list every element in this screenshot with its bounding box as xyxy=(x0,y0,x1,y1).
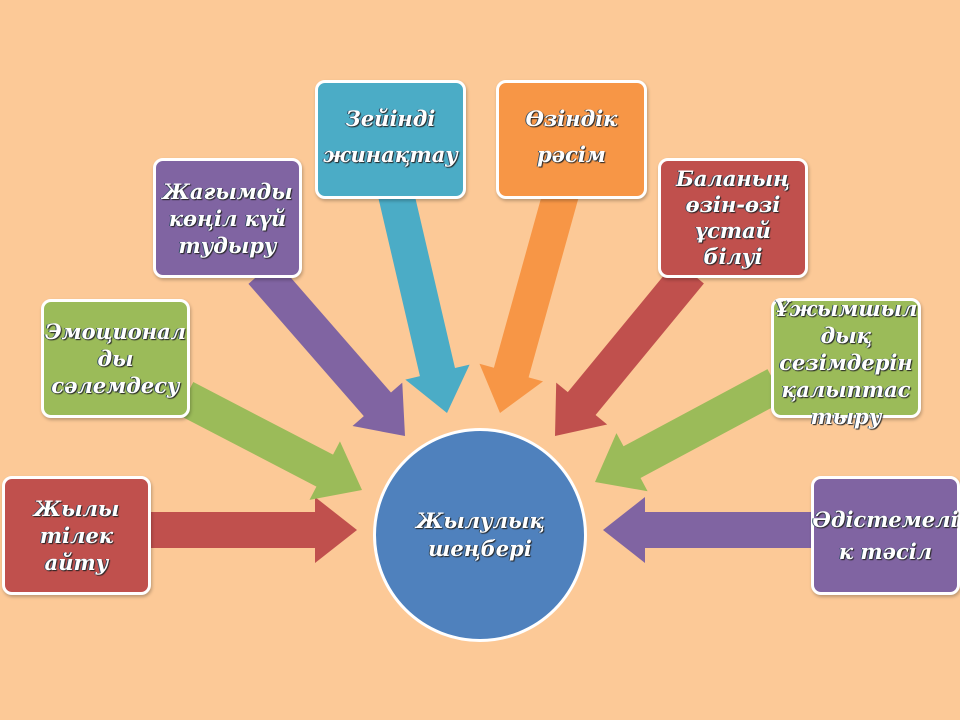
node-label: Ұжымшыл дық сезімдерін қалыптас тыру xyxy=(774,295,918,429)
node-label: Әдістемелі к тәсіл xyxy=(812,506,959,564)
node-label: Өзіндік рәсім xyxy=(525,106,618,167)
center-circle: Жылулық шеңбері xyxy=(373,428,587,642)
node-team-spirit: Ұжымшыл дық сезімдерін қалыптас тыру xyxy=(771,296,921,429)
node-label: Жағымды көңіл күй тудыру xyxy=(162,178,293,258)
node-emotional-greeting: Эмоционал ды сәлемдесу xyxy=(41,299,190,418)
arrow-5 xyxy=(555,260,704,436)
node-methodical-technique: Әдістемелі к тәсіл xyxy=(811,476,960,595)
node-focus-attention: Зейінді жинақтау xyxy=(315,80,466,199)
node-own-ritual: Өзіндік рәсім xyxy=(496,80,647,199)
arrow-1 xyxy=(176,382,362,500)
node-positive-mood: Жағымды көңіл күй тудыру xyxy=(153,158,302,278)
arrow-6 xyxy=(595,369,785,492)
center-label: Жылулық шеңбері xyxy=(415,508,545,561)
node-self-control: Баланың өзін-өзі ұстай білуі xyxy=(658,158,808,278)
arrow-7 xyxy=(603,497,815,563)
arrow-2 xyxy=(248,260,405,436)
arrow-4 xyxy=(479,185,580,413)
node-label: Баланың өзін-өзі ұстай білуі xyxy=(675,166,791,269)
node-label: Эмоционал ды сәлемдесу xyxy=(44,319,187,398)
arrow-0 xyxy=(140,497,357,563)
node-label: Зейінді жинақтау xyxy=(323,106,458,167)
node-warm-wishes: Жылы тілек айту xyxy=(2,476,151,595)
arrow-3 xyxy=(377,185,470,413)
node-label: Жылы тілек айту xyxy=(33,496,120,575)
